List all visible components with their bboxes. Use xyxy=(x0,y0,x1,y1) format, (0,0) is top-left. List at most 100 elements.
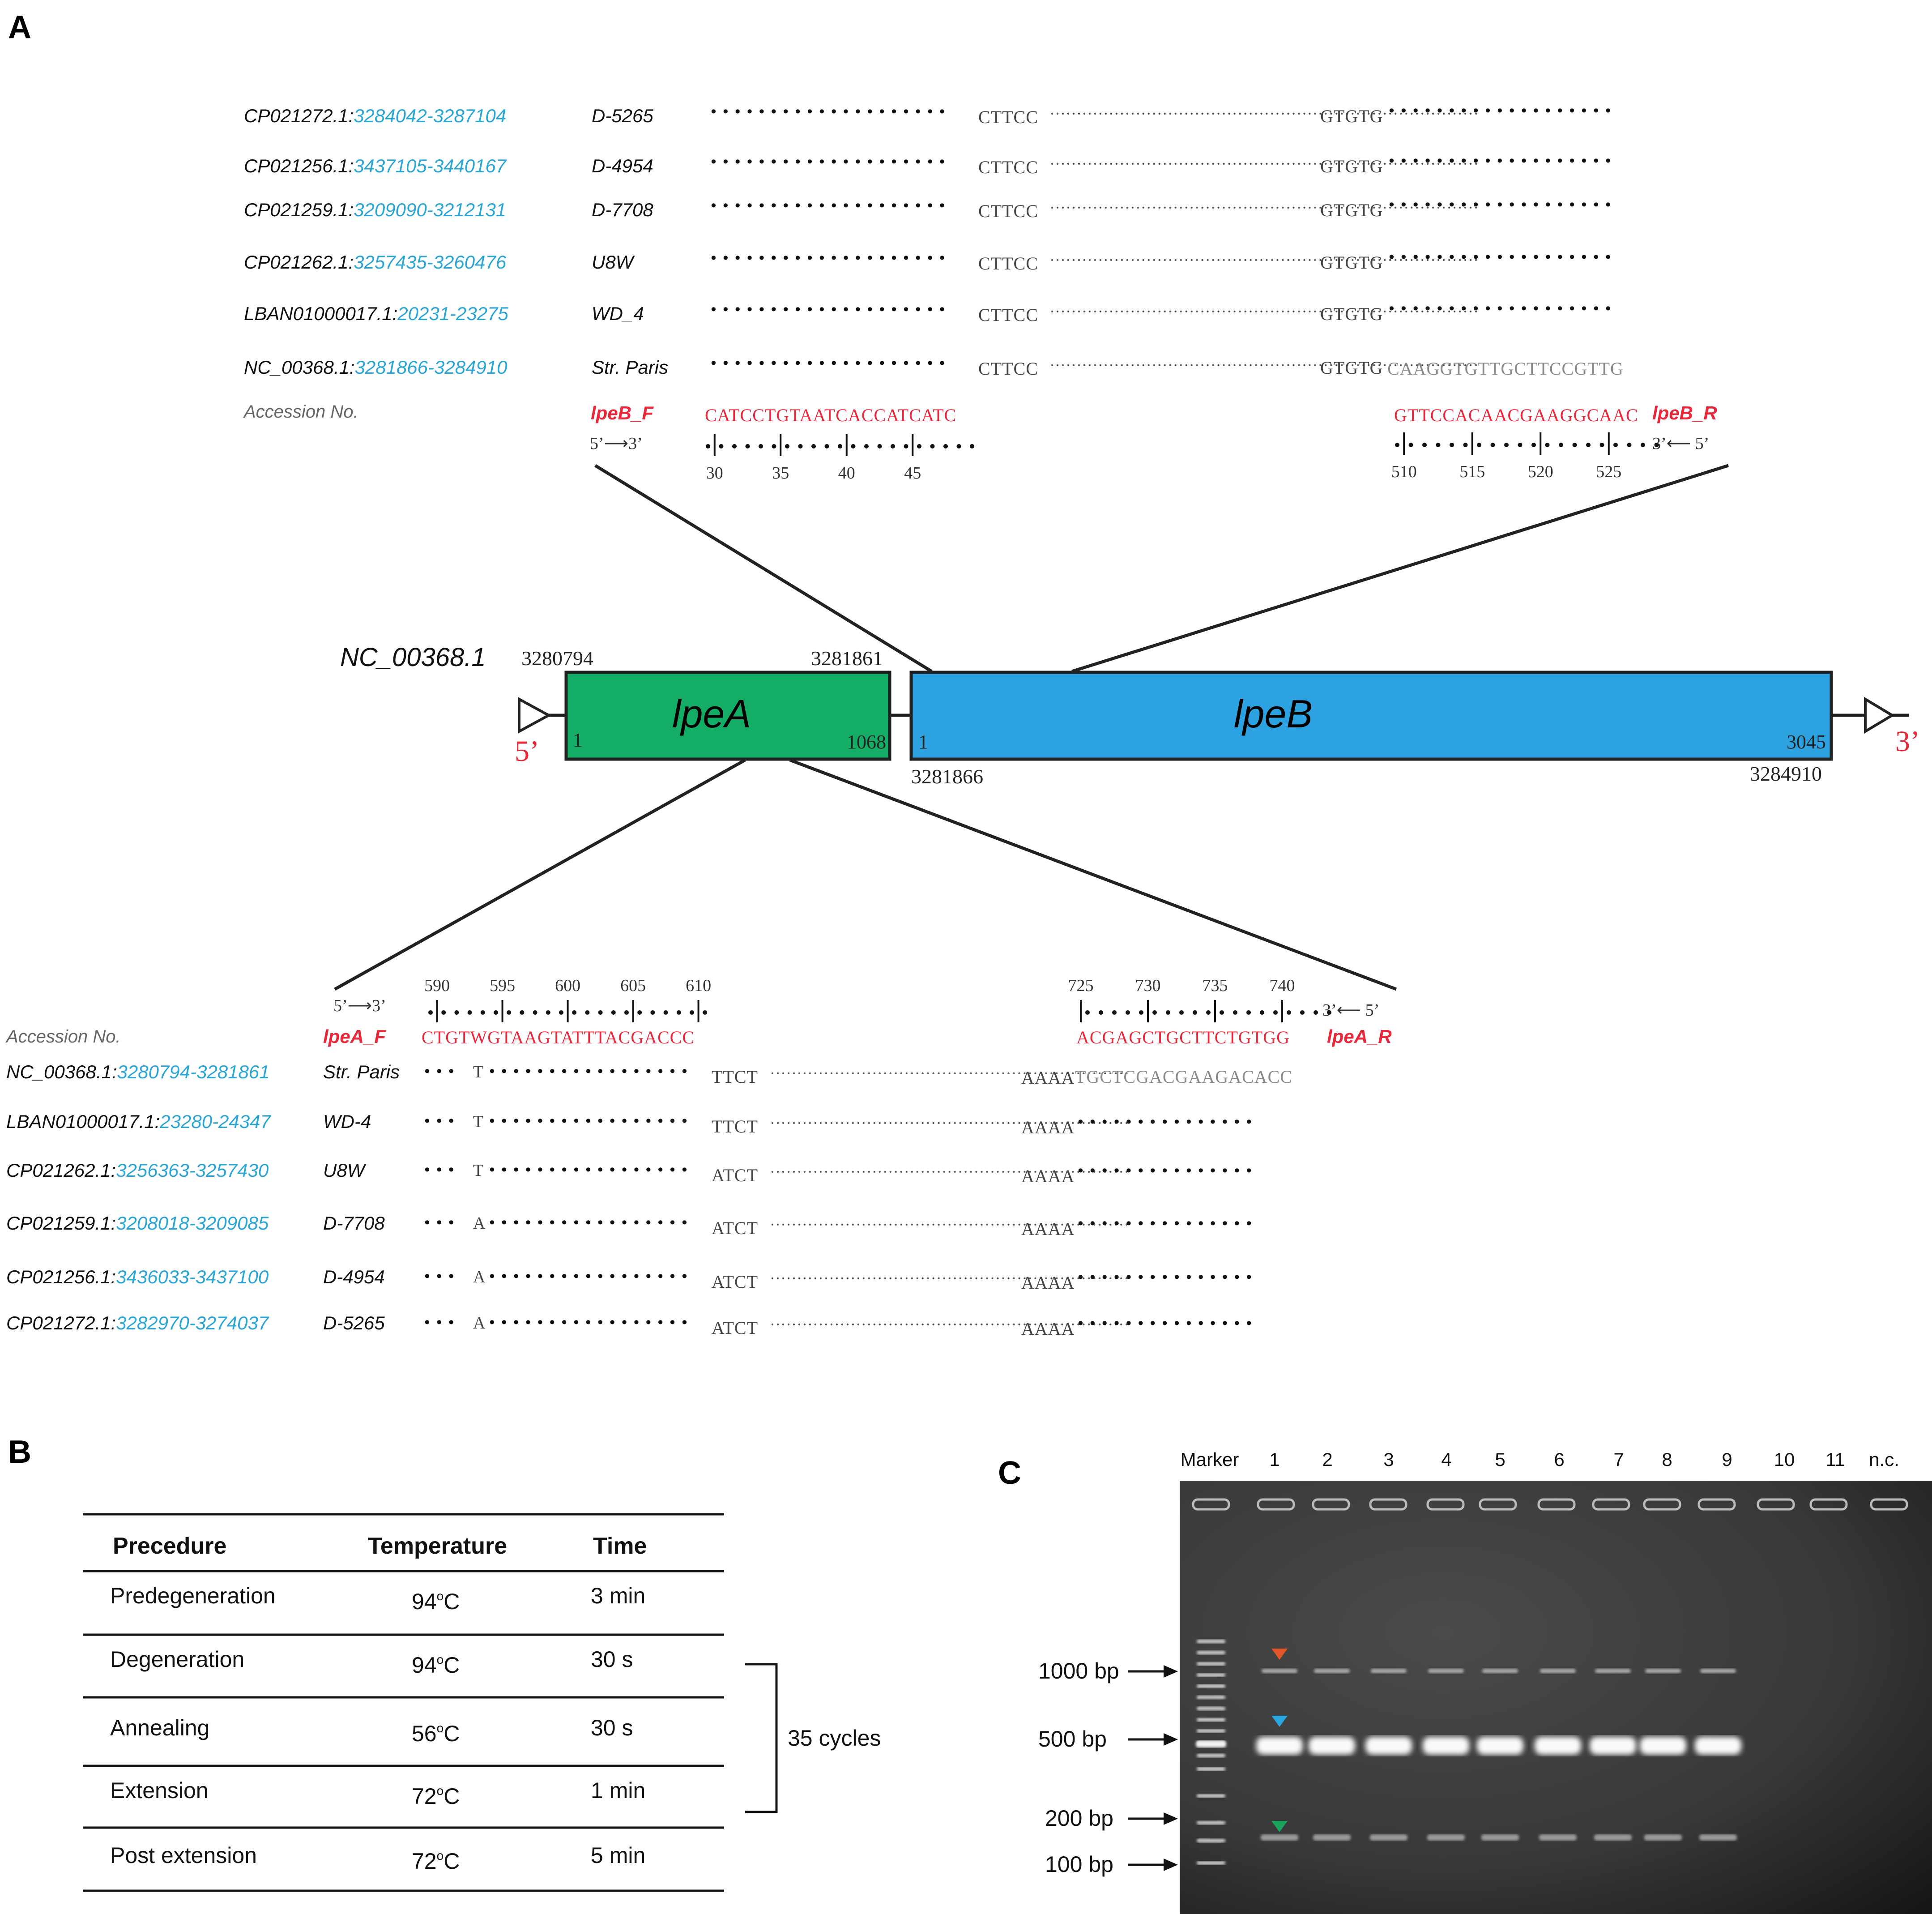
scale-tick-label: 735 xyxy=(1203,976,1228,995)
pcr-band-lower xyxy=(1699,1834,1737,1841)
scale-tick-label: 590 xyxy=(424,976,450,995)
pcr-band-lower xyxy=(1644,1834,1682,1841)
bottom-row-gap: ········································… xyxy=(770,1064,1130,1082)
marker-band xyxy=(1197,1729,1225,1733)
scale-tick-label: 35 xyxy=(772,464,789,483)
pcr-step: Post extension xyxy=(110,1843,257,1868)
accession-range: 3437105-3440167 xyxy=(354,155,507,176)
lpeA-label: lpeA xyxy=(672,692,751,736)
top-row-dots-right: ••••••••••••••••••• xyxy=(1387,103,1616,120)
scale-dot xyxy=(706,444,710,449)
bottom-row-dots-b: ••••••••••••••••• xyxy=(488,1162,692,1179)
accession-range: 3282970-3274037 xyxy=(116,1312,269,1333)
top-row-right-seq: GTGTG xyxy=(1320,252,1383,273)
scale-tick-label: 600 xyxy=(555,976,580,995)
pcr-table-lines xyxy=(83,1513,778,1892)
gel-well xyxy=(1809,1498,1848,1511)
bottom-row-gap: ········································… xyxy=(770,1269,1130,1287)
bottom-row-mid-seq: ATCT xyxy=(712,1318,758,1338)
accession-range: 3256363-3257430 xyxy=(116,1160,269,1181)
connector-lpeB-f xyxy=(594,464,933,673)
size-arrows xyxy=(1128,1665,1178,1871)
bottom-row-gap: ········································… xyxy=(770,1216,1130,1234)
scale-dot xyxy=(798,444,803,449)
bottom-row-mid-seq: ATCT xyxy=(712,1165,758,1185)
pcr-band-main xyxy=(1309,1737,1355,1755)
accession-prefix: CP021262.1: xyxy=(244,252,354,273)
pcr-step: Annealing xyxy=(110,1715,210,1740)
top-row-right-seq: GTGTG xyxy=(1320,304,1383,324)
scale-dot xyxy=(1395,443,1399,447)
scale-dot xyxy=(824,444,829,449)
marker-band xyxy=(1197,1696,1225,1699)
lpeA-f-primer-seq: CTGTWGTAAGTATTTACGACCC xyxy=(422,1029,695,1047)
pcr-temperature: 94oC xyxy=(412,1590,460,1613)
scale-dot xyxy=(1099,1010,1103,1015)
lane-label: 6 xyxy=(1554,1449,1565,1470)
pcr-band-upper xyxy=(1262,1669,1297,1673)
scale-tick-label: 595 xyxy=(490,976,515,995)
scale-dot xyxy=(1641,443,1645,447)
pcr-time: 1 min xyxy=(591,1778,646,1803)
scale-dot xyxy=(611,1010,616,1015)
top-row-dots-right: ••••••••••••••••••• xyxy=(1387,249,1616,266)
lpeB-r-direction: 3’⟵ 5’ xyxy=(1652,434,1710,453)
scale-dot xyxy=(1139,1010,1143,1015)
top-row-right-seq: GTGTG xyxy=(1320,358,1383,378)
bottom-row-snp: A xyxy=(473,1214,486,1233)
lane-label: 5 xyxy=(1495,1449,1506,1470)
scale-tick-label: 45 xyxy=(904,464,921,483)
gel-bands xyxy=(1192,1498,1908,1865)
scale-dot xyxy=(1085,1010,1090,1015)
degree-sign: o xyxy=(436,1784,444,1798)
scale-dot xyxy=(1220,1010,1224,1015)
scale-tick-label: 725 xyxy=(1068,976,1094,995)
scale-dot xyxy=(454,1010,459,1015)
top-row-strain: D-7708 xyxy=(592,199,653,220)
marker-band-500 xyxy=(1196,1741,1226,1747)
bottom-row-accession: LBAN01000017.1:23280-24347 xyxy=(6,1112,271,1131)
size-label: 1000 bp xyxy=(1038,1658,1119,1683)
bottom-row-dots-a: ••• xyxy=(423,1314,459,1331)
temp-value: 72 xyxy=(412,1849,437,1874)
pcr-temperature: 56oC xyxy=(412,1722,460,1745)
top-row-gap: ········································… xyxy=(1049,155,1479,173)
accession-prefix: CP021256.1: xyxy=(244,155,354,176)
scale-dot xyxy=(1586,443,1591,447)
table-header-time: Time xyxy=(593,1533,647,1559)
scale-dot xyxy=(533,1010,537,1015)
lane-label: 3 xyxy=(1383,1449,1394,1470)
marker-band xyxy=(1197,1673,1225,1677)
lane-label: Marker xyxy=(1180,1449,1239,1470)
temp-unit: C xyxy=(444,1653,460,1678)
top-row-left-seq: CTTCC xyxy=(978,305,1038,325)
top-row-dots-left: •••••••••••••••••••• xyxy=(709,154,950,171)
gel-well xyxy=(1257,1498,1295,1511)
lpeA-r-primer-seq: ACGAGCTGCTTCTGTGG xyxy=(1076,1027,1290,1047)
scale-dot xyxy=(1450,443,1454,447)
scale-dot xyxy=(1233,1010,1237,1015)
top-row-dots-right: ••••••••••••••••••• xyxy=(1387,197,1616,214)
top-row-gap: ········································… xyxy=(1049,199,1479,217)
scale-dot xyxy=(1206,1010,1211,1015)
scale-dot xyxy=(851,444,856,449)
pcr-temperature: 72oC xyxy=(412,1849,460,1874)
bottom-row-accession: CP021259.1:3208018-3209085 xyxy=(6,1214,269,1233)
temp-unit: C xyxy=(444,1721,460,1746)
three-prime-label: 3’ xyxy=(1895,725,1920,758)
scale-tick-label: 525 xyxy=(1596,462,1621,481)
pcr-temperature: 94oC xyxy=(412,1653,460,1678)
pcr-band-upper xyxy=(1645,1669,1681,1673)
bottom-row-gap: ········································… xyxy=(770,1316,1130,1333)
gel-well xyxy=(1592,1498,1630,1511)
top-row-left-seq: CTTCC xyxy=(978,107,1038,127)
bottom-row-dots-b: ••••••••••••••••• xyxy=(488,1214,692,1231)
lpeA-start-coord: 3280794 xyxy=(521,647,593,670)
scale-dot xyxy=(598,1010,603,1015)
bottom-row-dots-right: ••••••••••••••• xyxy=(1076,1114,1257,1131)
lpeA-r-direction: 3’⟵ 5’ xyxy=(1322,1001,1380,1020)
scale-dot xyxy=(1572,443,1577,447)
